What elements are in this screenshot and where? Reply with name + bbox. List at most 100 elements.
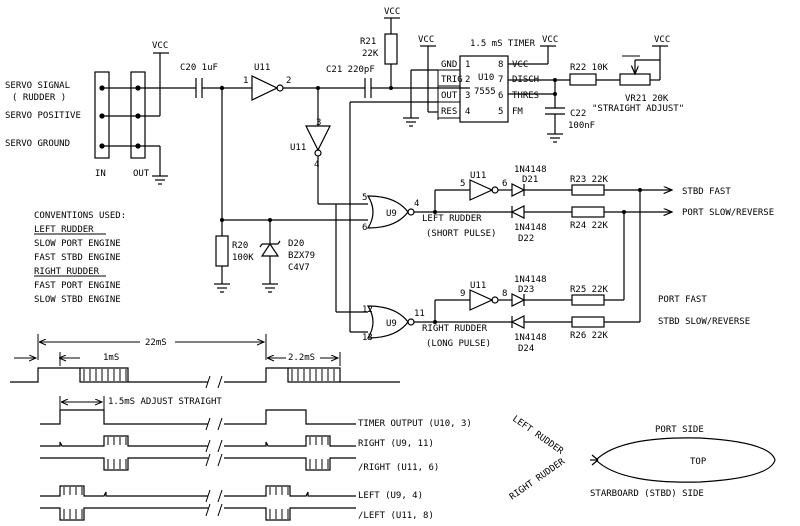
boat-diagram: PORT SIDE TOP STARBOARD (STBD) SIDE LEFT… [508,414,776,502]
pin-trig: TRIG [441,75,463,85]
label-vr21: VR21 20K [625,94,669,104]
label-u11-5: U11 [470,171,486,181]
conventions-right-2: SLOW STBD ENGINE [34,295,121,305]
pin-u11b-in: 3 [316,118,321,128]
label-u11-3: U11 [290,143,306,153]
label-stbd-slow-reverse: STBD SLOW/REVERSE [658,317,750,327]
boat-hull [595,437,776,483]
nor-gate-u9a [366,195,409,229]
pin-fm: FM [512,107,523,117]
label-d20: D20 [288,239,304,249]
label-d21-part: 1N4148 [514,165,547,175]
pin-u11a-in: 1 [243,76,248,86]
trace-timer-output: TIMER OUTPUT (U10, 3) [358,419,472,429]
label-straight-adjust: "STRAIGHT ADJUST" [592,104,684,114]
label-d24-part: 1N4148 [514,333,547,343]
resistor-r26 [571,316,605,328]
timing-diagram: 22mS 1mS 2.2mS 1.5mS ADJUST STRAIGHT TIM… [10,334,472,521]
resistor-r20 [215,235,229,267]
label-long-pulse: (LONG PULSE) [426,339,491,349]
label-r25: R25 22K [570,285,609,295]
label-r22: R22 10K [570,63,609,73]
pin-out: OUT [441,91,458,101]
pin-u9b-13: 13 [362,333,373,343]
conventions-legend: CONVENTIONS USED: LEFT RUDDER SLOW PORT … [34,211,126,305]
label-rudder: ( RUDDER ) [12,93,66,103]
label-adjust: 1.5mS ADJUST STRAIGHT [108,397,222,407]
label-left-rudder: LEFT RUDDER [422,214,482,224]
label-r26: R26 22K [570,331,609,341]
conventions-left-1: SLOW PORT ENGINE [34,239,121,249]
label-r20-val: 100K [232,253,254,263]
label-stbd-fast: STBD FAST [682,187,731,197]
label-c22-val: 100nF [568,121,595,131]
pot-vr21 [619,73,651,86]
label-c21: C21 220pF [326,65,375,75]
label-timer-title: 1.5 mS TIMER [470,39,536,49]
inverter-u11b [305,125,331,152]
pin-u11a-out: 2 [286,76,291,86]
label-max-pulse: 2.2mS [288,353,315,363]
label-u9b: U9 [386,319,397,329]
label-c22: C22 [570,109,586,119]
pin-u9b-11: 11 [414,309,425,319]
pin-u9a-6: 6 [362,223,367,233]
label-d22-part: 1N4148 [514,223,547,233]
pin-u11c-6: 6 [502,179,507,189]
trace-nright: /RIGHT (U11, 6) [358,463,439,473]
label-short-pulse: (SHORT PULSE) [426,229,496,239]
label-port-slow-reverse: PORT SLOW/REVERSE [682,208,774,218]
label-servo-positive: SERVO POSITIVE [5,111,81,121]
pin-u11d-9: 9 [460,289,465,299]
label-c20: C20 1uF [180,63,218,73]
boat-left-rudder: LEFT RUDDER [510,414,565,457]
label-r20: R20 [232,241,248,251]
label-u11-1: U11 [254,63,270,73]
label-right-rudder: RIGHT RUDDER [422,324,488,334]
zener-d20 [260,242,280,257]
label-period: 22mS [145,338,167,348]
pin-u11d-8: 8 [502,289,507,299]
nor-gate-u9b [366,305,409,339]
conventions-left-2: FAST STBD ENGINE [34,253,121,263]
conventions-left-head: LEFT RUDDER [34,225,94,235]
label-r21: R21 [360,37,376,47]
pin-num-5: 5 [498,107,503,117]
boat-top: TOP [690,457,707,467]
hatch-group [83,369,335,381]
label-servo-signal: SERVO SIGNAL [5,81,70,91]
pin-vcc: VCC [512,60,528,70]
inverter-u11a [251,75,279,101]
pin-num-4: 4 [465,107,470,117]
vcc-vr21: VCC [654,35,670,45]
label-d23-part: 1N4148 [514,275,547,285]
label-r21-val: 22K [362,49,379,59]
pin-num-8: 8 [498,60,503,70]
servo-connector: SERVO SIGNAL ( RUDDER ) SERVO POSITIVE S… [5,71,150,179]
label-min-pulse: 1mS [103,353,119,363]
label-out: OUT [133,169,150,179]
resistor-r23 [571,184,605,196]
pin-u9b-12: 12 [362,305,373,315]
label-u9a: U9 [386,209,397,219]
label-in: IN [95,169,106,179]
label-d20-part: BZX79 [288,251,315,261]
pin-num-3: 3 [465,91,470,101]
pin-u9a-4: 4 [414,199,419,209]
label-7555: 7555 [474,87,496,97]
inverter-u11d [469,289,494,311]
resistor-r22 [569,73,597,86]
vcc-connector: VCC [152,41,168,51]
pin-thres: THRES [512,91,539,101]
label-r24: R24 22K [570,221,609,231]
label-servo-ground: SERVO GROUND [5,139,70,149]
label-d21: D21 [522,175,538,185]
pin-num-7: 7 [498,75,503,85]
trace-nleft: /LEFT (U11, 8) [358,511,434,521]
label-d22: D22 [518,234,534,244]
pin-u11c-5: 5 [460,179,465,189]
label-u11-9: U11 [470,281,486,291]
trace-left: LEFT (U9, 4) [358,491,423,501]
